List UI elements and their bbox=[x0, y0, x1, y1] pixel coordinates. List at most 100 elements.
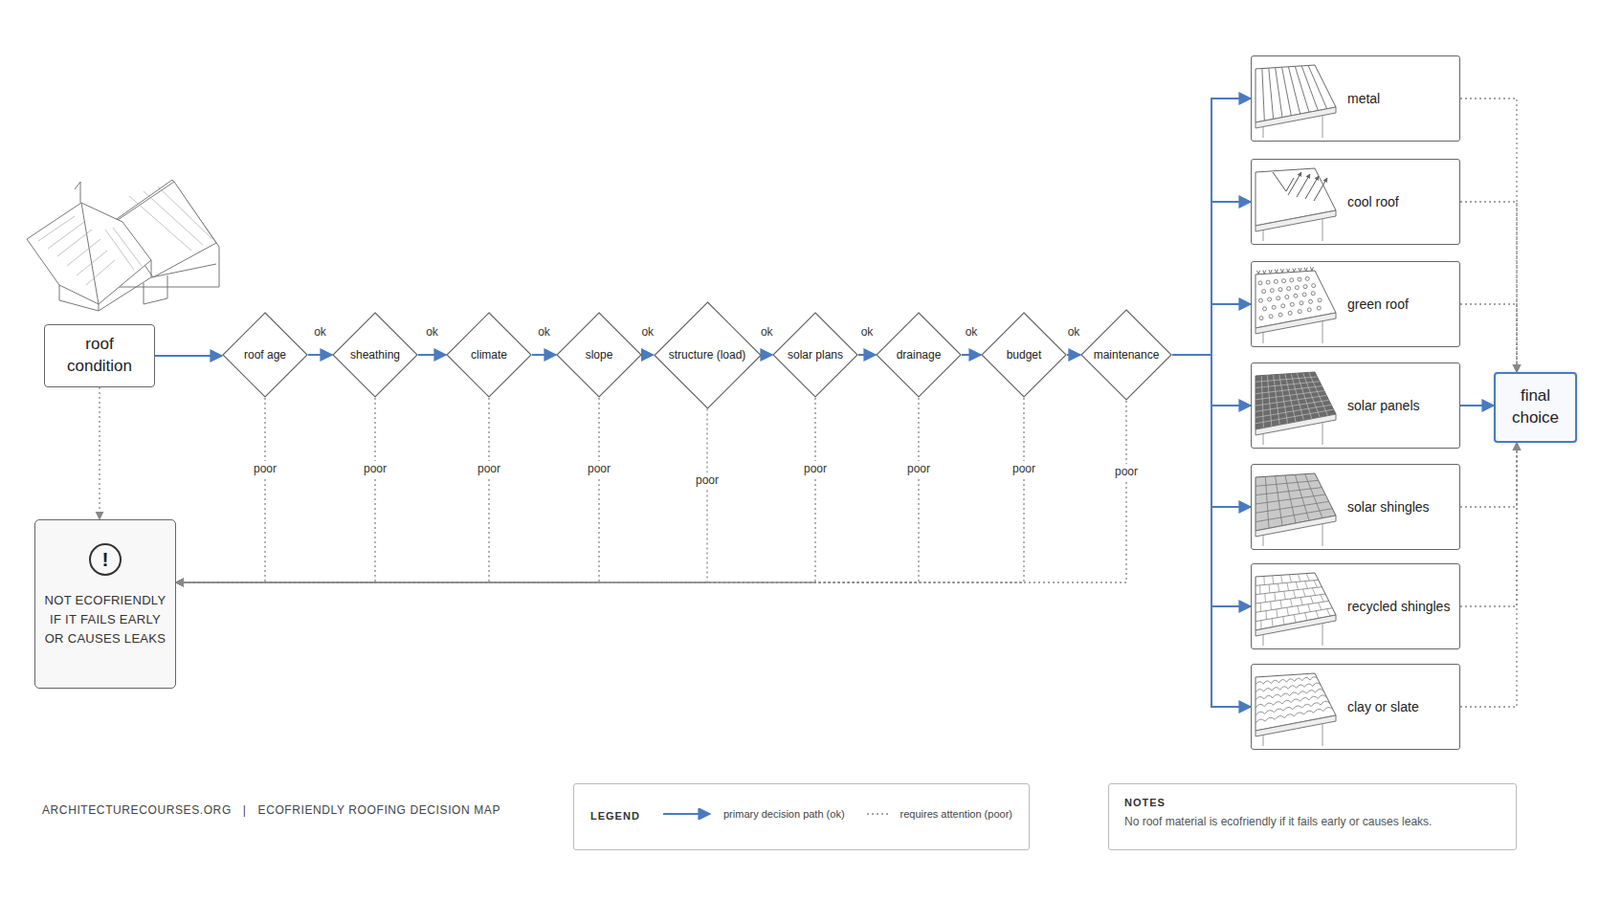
attention-connector bbox=[1460, 98, 1517, 373]
roof-fascia bbox=[1255, 414, 1336, 436]
edge-label: poor bbox=[905, 461, 933, 477]
diamond-shape bbox=[981, 312, 1067, 398]
roof-texture bbox=[1255, 474, 1333, 530]
house-door bbox=[143, 275, 168, 305]
plant-tuft bbox=[1310, 266, 1313, 271]
attention-connector bbox=[176, 398, 266, 583]
node-label: NOTES bbox=[1124, 797, 1166, 809]
final-choice-box: final choice bbox=[1493, 372, 1578, 444]
attention-connector bbox=[1460, 201, 1517, 373]
edge-label: ok bbox=[758, 324, 776, 340]
decision-diamond: structure (load) bbox=[653, 301, 762, 410]
roof-texture bbox=[1258, 276, 1322, 320]
plant-tuft bbox=[1304, 267, 1308, 272]
recycled-illustration bbox=[1255, 573, 1336, 646]
node-label: final choice bbox=[1503, 385, 1568, 430]
wall-lines bbox=[1263, 724, 1323, 747]
decision-connector bbox=[642, 354, 654, 356]
house-walls bbox=[59, 260, 217, 312]
decision-diamond: slope bbox=[555, 311, 643, 399]
edge-label: ok bbox=[423, 324, 441, 340]
diamond-shape bbox=[876, 312, 961, 398]
legend-sample bbox=[866, 808, 895, 821]
house-hip bbox=[81, 202, 99, 305]
diamond-shape bbox=[333, 312, 418, 398]
attention-connector bbox=[1460, 443, 1517, 607]
node-label: recycled shingles bbox=[1347, 599, 1450, 615]
node-label: budget bbox=[1006, 348, 1043, 363]
plant-tuft bbox=[1298, 267, 1302, 272]
diamond-shape bbox=[654, 302, 761, 409]
decision-connector bbox=[308, 354, 333, 356]
node-label: solar plans bbox=[787, 348, 844, 363]
house-illustration bbox=[26, 179, 220, 312]
attention-connector bbox=[176, 409, 708, 584]
footer-separator: | bbox=[243, 803, 247, 818]
metal-illustration bbox=[1255, 65, 1336, 138]
plant-tuft bbox=[1280, 268, 1284, 273]
edge-label: poor bbox=[801, 461, 829, 477]
material-box: metal bbox=[1250, 55, 1461, 142]
roof-fascia bbox=[1255, 515, 1336, 537]
edge-label: ok bbox=[639, 324, 656, 340]
diamond-shape bbox=[1081, 310, 1172, 400]
panels-illustration bbox=[1255, 372, 1336, 445]
house-chimney bbox=[74, 181, 81, 203]
decision-connector bbox=[155, 355, 223, 357]
node-label: clay or slate bbox=[1347, 699, 1420, 715]
wall-lines bbox=[1263, 321, 1323, 344]
edge-label: poor bbox=[585, 461, 613, 477]
legend-item: requires attention (poor) bbox=[866, 808, 1013, 821]
roof-fascia bbox=[1255, 312, 1336, 334]
roof-fascia bbox=[1255, 615, 1336, 637]
decision-connector bbox=[1066, 354, 1081, 356]
node-label: solar shingles bbox=[1347, 499, 1430, 515]
node-label: ! bbox=[88, 543, 122, 577]
legend-dotted-line bbox=[866, 813, 891, 815]
attention-connector bbox=[176, 398, 919, 583]
decision-connector bbox=[418, 354, 446, 356]
footer-site: ARCHITECTURECOURSES.ORG bbox=[42, 803, 232, 818]
decision-connector bbox=[1172, 304, 1251, 356]
edge-label: ok bbox=[963, 324, 980, 340]
edge-label: ok bbox=[311, 324, 329, 340]
node-label: metal bbox=[1347, 90, 1380, 107]
legend-text: requires attention (poor) bbox=[900, 808, 1013, 821]
material-box: clay or slate bbox=[1250, 664, 1461, 751]
decision-diamond: sheathing bbox=[332, 311, 419, 399]
green-illustration bbox=[1255, 266, 1336, 344]
roof-texture bbox=[1262, 65, 1328, 121]
material-illustrations bbox=[1255, 65, 1336, 747]
legend-item: primary decision path (ok) bbox=[662, 808, 845, 821]
decision-diamond: roof age bbox=[222, 311, 309, 399]
plant-tuft bbox=[1292, 267, 1296, 272]
attention-connector bbox=[1460, 443, 1517, 708]
node-label: slope bbox=[585, 348, 614, 363]
plant-tuft bbox=[1287, 268, 1290, 273]
diamond-shape bbox=[222, 312, 308, 398]
decision-connector bbox=[1172, 201, 1251, 356]
material-box: green roof bbox=[1250, 261, 1461, 348]
cool-illustration bbox=[1255, 168, 1336, 242]
start-box: roof condition bbox=[44, 324, 156, 388]
node-label: climate bbox=[470, 348, 508, 363]
decision-diamond: climate bbox=[445, 311, 533, 399]
edge-label: poor bbox=[693, 472, 721, 489]
edge-label: poor bbox=[361, 461, 389, 477]
attention-connector bbox=[176, 398, 489, 583]
decision-diamond: solar plans bbox=[772, 311, 859, 399]
plant-tuft bbox=[1263, 269, 1267, 274]
decision-diamond: maintenance bbox=[1080, 309, 1173, 401]
edge-label: ok bbox=[1066, 324, 1083, 340]
material-box: solar shingles bbox=[1250, 464, 1461, 551]
wall-lines bbox=[1263, 422, 1323, 445]
node-label: structure (load) bbox=[668, 348, 747, 363]
diamond-shape bbox=[773, 312, 858, 398]
edge-label: ok bbox=[859, 324, 876, 340]
edge-label: poor bbox=[475, 461, 503, 477]
roof-texture bbox=[1255, 574, 1333, 630]
plant-tuft bbox=[1268, 269, 1272, 274]
